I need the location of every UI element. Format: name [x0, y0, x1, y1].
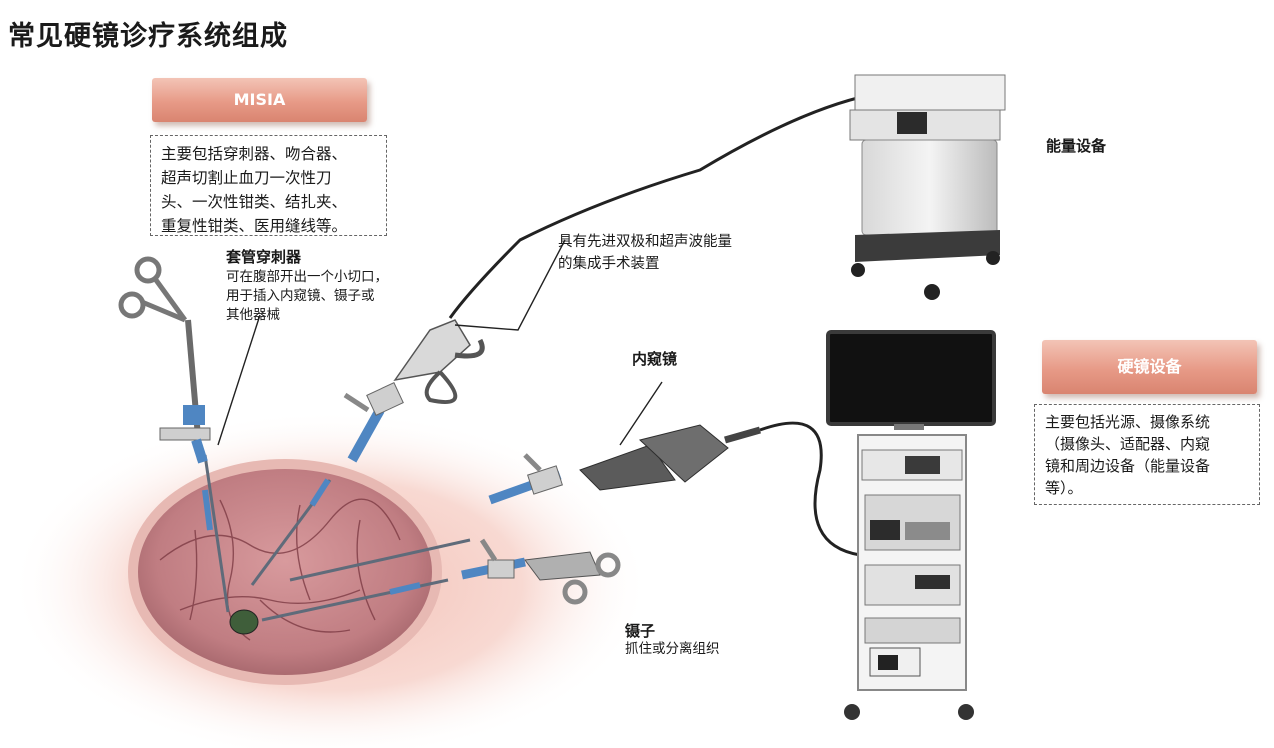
misia-line: 重复性钳类、医用缝线等。: [161, 217, 348, 235]
trocar-center: [343, 382, 404, 463]
monitor: [826, 330, 996, 430]
misia-line: 头、一次性钳类、结扎夹、: [161, 193, 348, 211]
misia-line: 超声切割止血刀一次性刀: [161, 169, 332, 187]
abdominal-cavity: [128, 459, 442, 685]
misia-banner: MISIA: [152, 78, 367, 122]
trocar-title: 套管穿刺器: [226, 248, 302, 266]
endoscope: [488, 421, 861, 557]
ultrasonic-handpiece: [393, 93, 871, 405]
rigid-line: 等）。: [1045, 479, 1083, 497]
forceps-description: 抓住或分离组织: [625, 641, 720, 657]
ultrasonic-description: 具有先进双极和超声波能量 的集成手术装置: [558, 231, 732, 275]
ultrasonic-line: 的集成手术装置: [558, 256, 660, 272]
misia-description: 主要包括穿刺器、吻合器、 超声切割止血刀一次性刀 头、一次性钳类、结扎夹、 重复…: [150, 135, 387, 236]
rigid-line: 镜和周边设备（能量设备: [1045, 457, 1211, 475]
rigid-device-banner: 硬镜设备: [1042, 340, 1257, 394]
forceps: [461, 538, 621, 605]
organ: [229, 609, 259, 635]
energy-device-label: 能量设备: [1046, 137, 1107, 155]
endoscope-label: 内窥镜: [632, 350, 678, 368]
forceps-title: 镊子: [625, 622, 656, 640]
rigid-scope-tower: [844, 434, 974, 720]
leader-lines: [217, 239, 663, 446]
ultrasonic-line: 具有先进双极和超声波能量: [558, 234, 732, 250]
trocar-line: 可在腹部开出一个小切口，: [226, 269, 388, 285]
trocar-line: 用于插入内窥镜、镊子或: [226, 288, 375, 304]
energy-device: [849, 74, 1006, 300]
rigid-line: 主要包括光源、摄像系统: [1045, 413, 1211, 431]
trocar-line: 其他器械: [226, 307, 280, 323]
page-title: 常见硬镜诊疗系统组成: [8, 21, 288, 52]
misia-line: 主要包括穿刺器、吻合器、: [161, 145, 348, 163]
vessels: [159, 498, 401, 641]
trocar-left: [118, 256, 211, 464]
rigid-device-description: 主要包括光源、摄像系统 （摄像头、适配器、内窥 镜和周边设备（能量设备 等）。: [1034, 404, 1260, 505]
rigid-line: （摄像头、适配器、内窥: [1045, 435, 1211, 453]
trocar-description: 可在腹部开出一个小切口， 用于插入内窥镜、镊子或 其他器械: [226, 268, 388, 325]
